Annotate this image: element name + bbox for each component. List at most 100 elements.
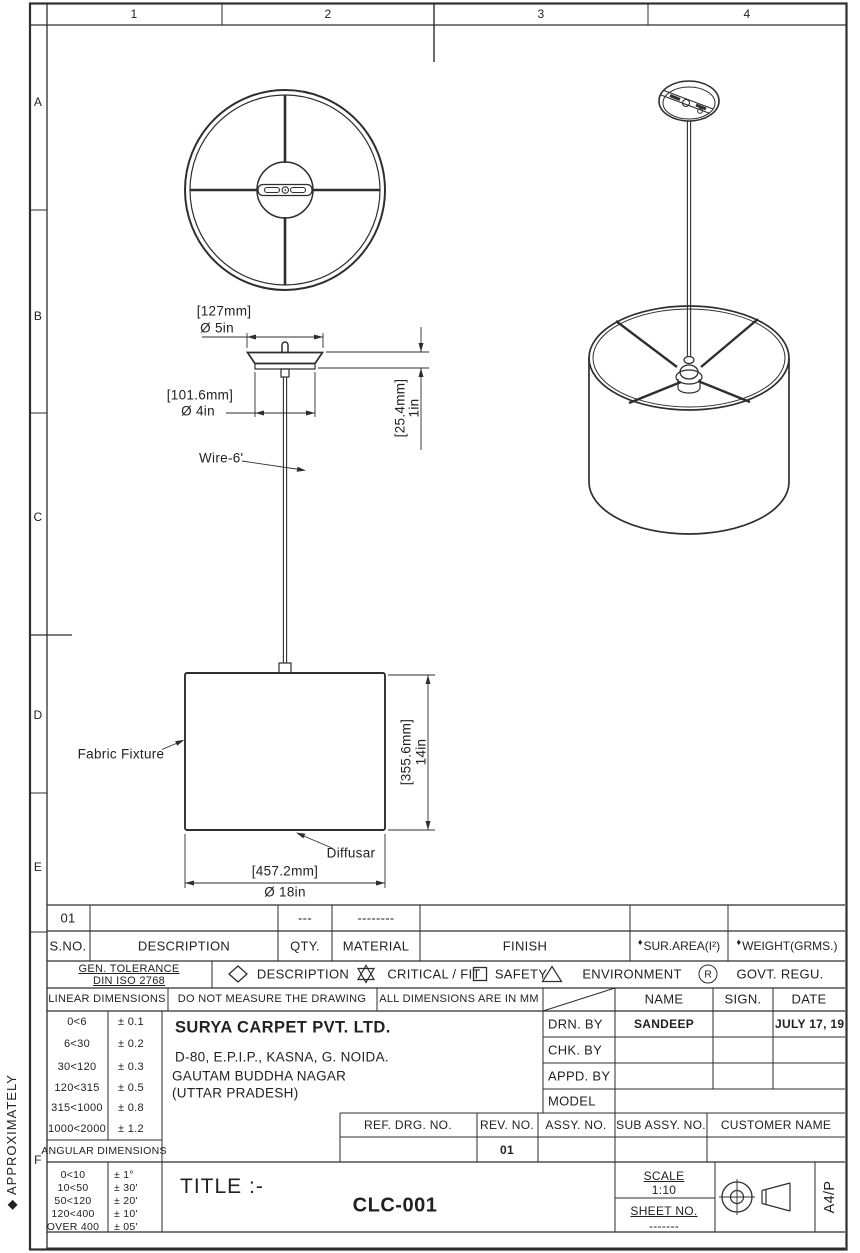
drn-by-date: JULY 17, 19 [775,1017,845,1031]
legend-govt-regu: GOVT. REGU. [736,966,824,982]
zone-row-d: D [33,708,43,722]
header-ref-drg-no: REF. DRG. NO. [364,1118,452,1132]
scale-value: 1:10 [651,1183,677,1197]
star-icon [356,964,376,984]
zone-column-4: 4 [743,7,751,21]
diamond-icon [227,965,249,983]
header-date: DATE [791,991,827,1007]
dim-canopy-dia-mm: [127mm] [196,303,252,319]
label-appd-by: APPD. BY [548,1068,611,1084]
legend-critical-fit: CRITICAL / FIT [387,966,481,982]
company-address-3: (UTTAR PRADESH) [172,1085,299,1101]
header-sno: S.NO. [49,938,87,954]
triangle-icon [541,965,563,984]
note-units: ALL DIMENSIONS ARE IN MM [379,993,539,1005]
header-rev-no: REV. NO. [480,1118,534,1132]
note-linear-dimensions: LINEAR DIMENSIONS [48,993,166,1005]
ang-tol-value: ± 20' [114,1195,138,1207]
sheet-no-label: SHEET NO. [630,1204,698,1218]
drn-by-name: SANDEEP [633,1017,695,1031]
label-chk-by: CHK. BY [548,1042,603,1058]
lin-tol-range: 6<30 [64,1038,90,1050]
header-assy-no: ASSY. NO. [545,1118,607,1132]
ang-tol-value: ± 05' [114,1221,138,1233]
lin-tol-value: ± 0.2 [118,1038,144,1050]
lin-tol-range: 0<6 [67,1016,87,1028]
header-name: NAME [644,991,684,1007]
zone-column-1: 1 [130,7,138,21]
ang-tol-value: ± 30' [114,1182,138,1194]
circle-r-icon: R [698,964,718,984]
rev-no-value: 01 [500,1143,514,1157]
zone-row-c: C [33,510,43,524]
lin-tol-value: ± 0.3 [118,1061,144,1073]
dim-canopy-height-mm: [25.4mm] [392,378,408,438]
dim-shade-height-mm: [355.6mm] [398,718,414,786]
lin-tol-range: 30<120 [57,1061,97,1073]
gen-tolerance-line2: DIN ISO 2768 [92,975,166,987]
ang-tol-range: 50<120 [54,1195,92,1207]
scale-label: SCALE [643,1169,685,1183]
parts-row-sno: 01 [60,910,76,926]
title-label: TITLE :- [180,1175,264,1198]
gen-tolerance-line1: GEN. TOLERANCE [78,963,180,975]
label-drn-by: DRN. BY [548,1016,603,1032]
note-do-not-measure: DO NOT MEASURE THE DRAWING [177,993,367,1005]
label-fabric-fixture: Fabric Fixture [77,746,165,762]
zone-row-f: F [34,1153,42,1167]
header-qty: QTY. [290,938,320,954]
angular-title: ANGULAR DIMENSIONS [41,1145,167,1157]
ang-tol-range: 120<400 [51,1208,95,1220]
lin-tol-range: 315<1000 [51,1102,103,1114]
zone-column-3: 3 [537,7,545,21]
ang-tol-range: OVER 400 [46,1221,100,1233]
header-finish: FINISH [502,938,548,954]
dim-shade-dia-in: Ø 18in [264,884,306,900]
parts-row-qty: --- [298,910,312,926]
sheet-no-value: ------- [648,1219,680,1233]
drawing-number: CLC-001 [352,1194,438,1217]
header-weight: ♦ WEIGHT(GRMS.) [736,937,838,953]
paper-size: A4/P [822,1180,838,1214]
diamond-marker-icon: ♦ [637,937,643,947]
label-diffuser: Diffusar [326,845,376,861]
dim-canopy-dia-in: Ø 5in [200,320,234,336]
lin-tol-value: ± 0.5 [118,1082,144,1094]
label-wire: Wire-6' [199,450,244,466]
header-description: DESCRIPTION [137,938,231,954]
zone-column-2: 2 [324,7,332,21]
dim-shade-height-in: 14in [413,738,429,766]
company-name: SURYA CARPET PVT. LTD. [175,1018,391,1037]
ang-tol-value: ± 1° [114,1169,134,1181]
header-sub-assy-no: SUB ASSY. NO. [616,1118,706,1132]
parts-row-material: -------- [357,910,395,926]
lin-tol-range: 1000<2000 [47,1123,107,1135]
zone-row-b: B [33,309,43,323]
zone-row-a: A [33,95,43,109]
header-customer-name: CUSTOMER NAME [720,1118,832,1132]
header-material: MATERIAL [342,938,410,954]
dim-shade-dia-mm: [457.2mm] [251,863,319,879]
header-sur-area: ♦ SUR.AREA(I²) [637,937,721,953]
label-model: MODEL [548,1093,596,1109]
square-icon [472,966,488,982]
header-sign: SIGN. [724,991,762,1007]
legend-environment: ENVIRONMENT [582,966,682,982]
dim-ring-dia-mm: [101.6mm] [166,387,234,403]
legend-description: DESCRIPTION [256,966,350,982]
ang-tol-range: 0<10 [60,1169,86,1181]
margin-approximately-note: ◆ APPROXIMATELY [4,1074,19,1210]
lin-tol-value: ± 0.8 [118,1102,144,1114]
lin-tol-range: 120<315 [54,1082,100,1094]
lin-tol-value: ± 1.2 [118,1123,144,1135]
company-address-1: D-80, E.P.I.P., KASNA, G. NOIDA. [175,1049,389,1065]
diamond-marker-icon: ♦ [736,937,742,947]
company-address-2: GAUTAM BUDDHA NAGAR [172,1068,347,1084]
legend-safety: SAFETY [494,966,548,982]
dim-canopy-height-in: 1in [406,398,422,418]
ang-tol-value: ± 10' [114,1208,138,1220]
ang-tol-range: 10<50 [57,1182,89,1194]
lin-tol-value: ± 0.1 [118,1016,144,1028]
